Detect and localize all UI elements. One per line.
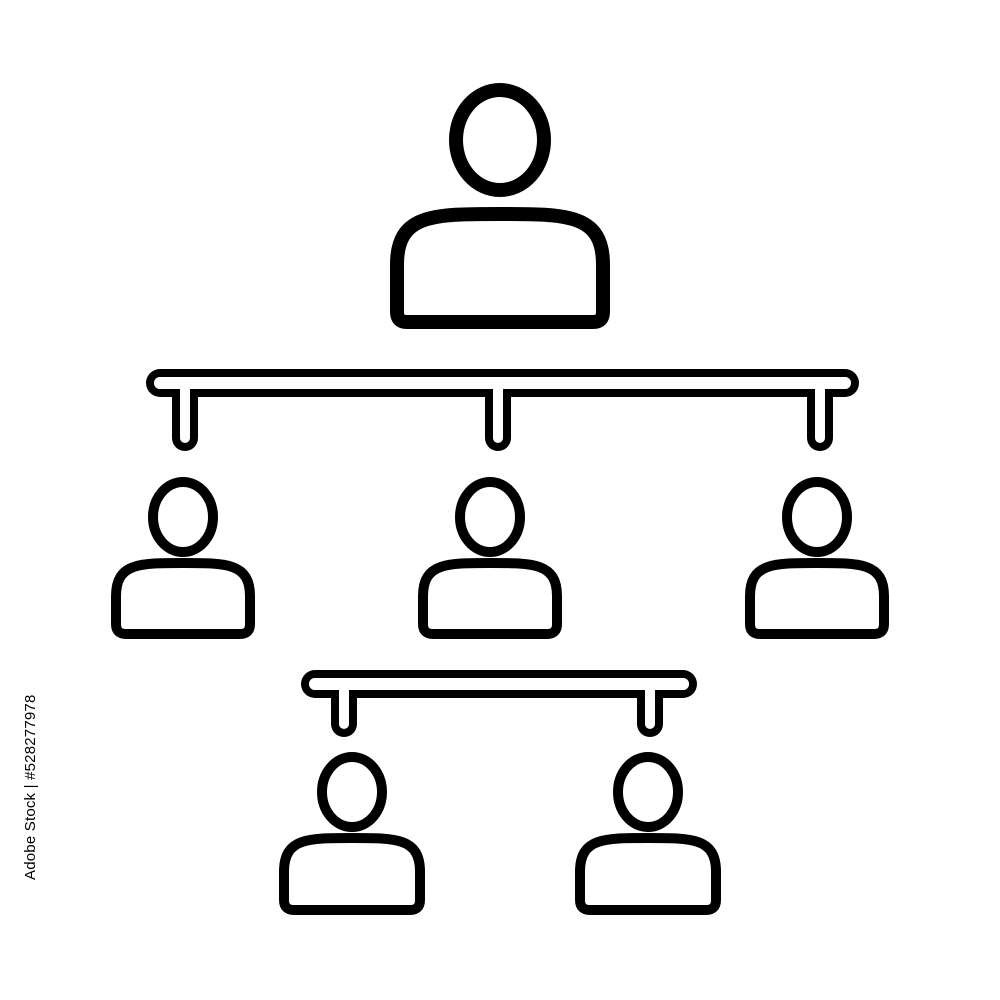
person-icon-level-2 [418, 477, 562, 639]
person-body [418, 558, 562, 639]
person-body [279, 833, 425, 915]
person-body [111, 558, 255, 639]
person-icon-level-1 [390, 83, 610, 329]
person-head [782, 477, 852, 557]
person-body [390, 207, 610, 329]
person-icon-level-3 [575, 752, 721, 915]
person-head [449, 83, 551, 197]
connector-lines [146, 369, 859, 737]
people-icons [111, 83, 889, 915]
person-body [745, 558, 889, 639]
person-head [455, 477, 525, 557]
person-body [575, 833, 721, 915]
person-head [317, 752, 387, 832]
person-icon-level-2 [111, 477, 255, 639]
person-head [613, 752, 683, 832]
person-icon-level-3 [279, 752, 425, 915]
person-icon-level-2 [745, 477, 889, 639]
watermark-id: Adobe Stock | #528277978 [22, 694, 39, 880]
person-head [148, 477, 218, 557]
